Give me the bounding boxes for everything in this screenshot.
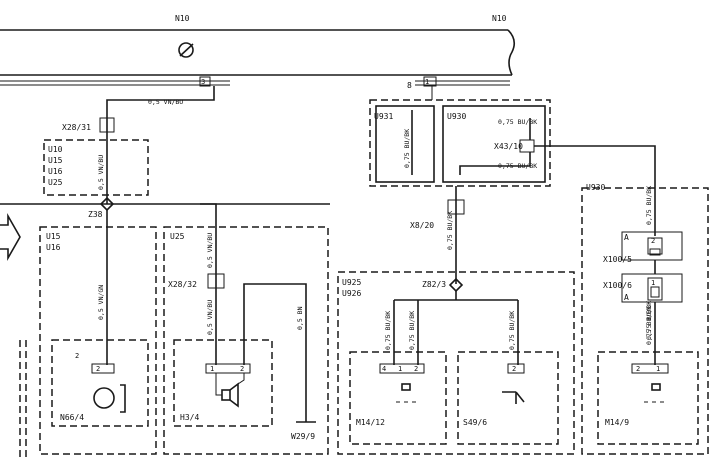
zone-u93x-outer	[369, 99, 551, 187]
bus-label-left: N10	[175, 14, 190, 23]
pin-1-label: 1	[210, 365, 214, 373]
component-m14-9-box	[597, 351, 699, 445]
splice-z82-3-label: Z82/3	[422, 280, 446, 289]
continue-arrow-icon	[0, 212, 21, 262]
wire-label-12: 0,75 BU/BK	[408, 311, 416, 350]
bus-n10: N10 N10	[0, 14, 516, 86]
pin-a1-label: A	[624, 233, 629, 242]
component-h3-label: H3/4	[180, 413, 199, 422]
splice-z38-label: Z38	[88, 210, 103, 219]
zone-u15: U15	[48, 156, 63, 165]
component-n66-box	[51, 339, 149, 427]
zone-u10-block	[43, 139, 149, 196]
zone-u10: U10	[48, 145, 63, 154]
zone-u925: U925	[342, 278, 361, 287]
wire-label-14: 0,75 BU/BK	[645, 186, 653, 225]
pin-2e-label: 2	[512, 365, 516, 373]
wire-label-5: 0,5 VN/BU	[206, 300, 214, 335]
pin-4-label: 4	[382, 365, 386, 373]
pin-2-label: 2	[75, 352, 79, 360]
zone-u16-2: U16	[46, 243, 61, 252]
pin-2d-label: 2	[414, 365, 418, 373]
connector-x8-20-label: X8/20	[410, 221, 434, 230]
pin-1b-label: 1	[398, 365, 402, 373]
wire-label-15: 0,75 BU/BK	[645, 301, 653, 340]
component-m14-9-label: M14/9	[605, 418, 629, 427]
actuator-icon	[401, 383, 411, 391]
speaker-icon	[221, 389, 231, 401]
pin-2b-label: 2	[96, 365, 100, 373]
component-s49-box	[457, 351, 559, 445]
zone-u25-block	[163, 226, 329, 455]
component-s49-label: S49/6	[463, 418, 487, 427]
component-n66-label: N66/4	[60, 413, 84, 422]
connector-x28-31-label: X28/31	[62, 123, 91, 132]
zone-u930b-label: U930	[586, 183, 605, 192]
wire-label-4: 0,5 VN/BU	[206, 233, 214, 268]
connector-3-label: 3	[201, 78, 205, 86]
pin-2c-label: 2	[240, 365, 244, 373]
zone-u930a-label: U930	[447, 112, 466, 121]
pin-a2-label: A	[624, 293, 629, 302]
zone-u15-block	[39, 226, 157, 455]
pin-1d-label: 1	[656, 365, 660, 373]
zone-u931-label: U931	[374, 112, 393, 121]
wire-label-16: 0,75 BU/BK	[645, 306, 653, 345]
pin-2f-label: 2	[651, 237, 655, 245]
wire-label-3: 0,5 VN/GN	[97, 285, 105, 320]
ground-symbol-icon	[178, 42, 194, 58]
connector-1-label: 1	[425, 78, 429, 86]
connector-x100-5-label: X100/5	[603, 255, 632, 264]
wire-label-2: 0,5 VN/BU	[97, 155, 105, 190]
component-w29-label: W29/9	[291, 432, 315, 441]
switch-icon	[502, 391, 525, 404]
connector-x28-32-label: X28/32	[168, 280, 197, 289]
wire-label-13: 0,75 BU/BK	[508, 311, 516, 350]
wire-label-1: 0,5 VN/BU	[148, 98, 183, 106]
wire-label-8: 0,75 BU/BK	[498, 118, 537, 126]
motor-icon	[93, 387, 115, 409]
actuator-icon-2	[651, 383, 661, 391]
wire-label-11: 0,75 BU/BK	[384, 311, 392, 350]
connector-icon	[649, 248, 661, 256]
wire-label-7: 0,75 BU/BK	[403, 129, 411, 168]
zone-u16: U16	[48, 167, 63, 176]
plug-icon	[650, 286, 660, 298]
connector-8-label: 8	[407, 81, 412, 90]
zone-u930b-block	[581, 187, 709, 455]
pin-1c-label: 1	[651, 279, 655, 287]
connector-x43-10-label: X43/10	[494, 142, 523, 151]
pin-2g-label: 2	[636, 365, 640, 373]
zone-u926: U926	[342, 289, 361, 298]
wire-label-6: 0,5 BN	[296, 306, 304, 330]
connector-x100-6-label: X100/6	[603, 281, 632, 290]
wire-label-10: 0,75 BU/BK	[446, 211, 454, 250]
component-m14-12-label: M14/12	[356, 418, 385, 427]
zone-u15-2: U15	[46, 232, 61, 241]
component-m14-12-box	[349, 351, 447, 445]
component-h3-box	[173, 339, 273, 427]
zone-u25-label: U25	[170, 232, 185, 241]
zone-u25: U25	[48, 178, 63, 187]
bus-label-right: N10	[492, 14, 507, 23]
